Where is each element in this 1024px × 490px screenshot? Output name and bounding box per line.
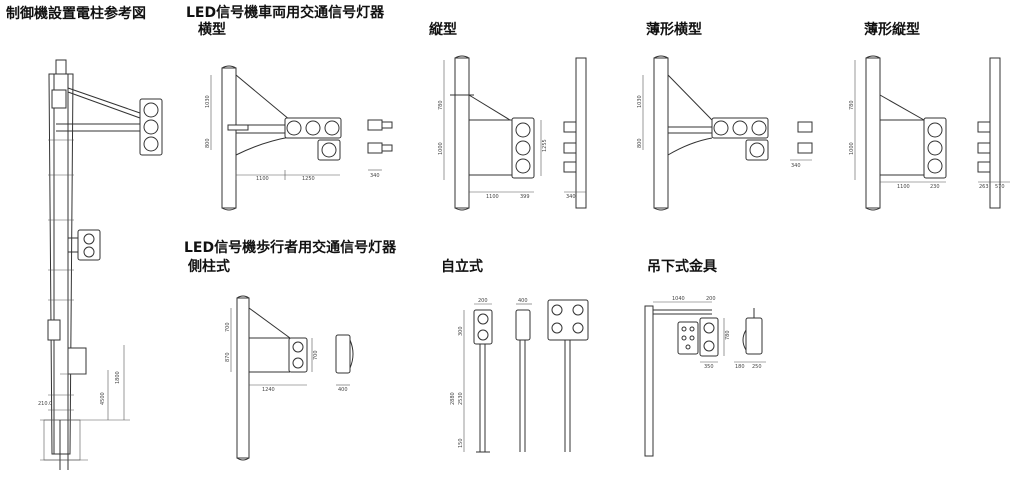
svg-text:200: 200 — [478, 298, 488, 304]
svg-text:1030: 1030 — [637, 95, 643, 108]
svg-text:1000: 1000 — [849, 142, 855, 155]
thin-vertical-signal-drawing: 780 1000 1100 230 263 570 — [849, 55, 1010, 211]
svg-text:210.0: 210.0 — [38, 401, 52, 407]
title-horizontal: 横型 — [198, 22, 226, 38]
svg-text:400: 400 — [338, 387, 348, 393]
vertical-signal-drawing: 780 1000 1255 1100 399 340 — [438, 55, 587, 211]
svg-text:340: 340 — [566, 194, 576, 200]
svg-text:400: 400 — [518, 298, 528, 304]
title-led-pedestrian: LED信号機歩行者用交通信号灯器 — [184, 240, 397, 256]
title-vertical: 縦型 — [429, 22, 457, 38]
svg-text:1240: 1240 — [262, 387, 275, 393]
svg-text:1250: 1250 — [302, 176, 315, 182]
title-led-vehicle: LED信号機車両用交通信号灯器 — [186, 5, 385, 21]
side-pole-pedestrian-drawing: 700 870 1240 700 400 — [225, 295, 354, 461]
svg-text:2880: 2880 — [450, 392, 456, 405]
svg-text:200: 200 — [706, 296, 716, 302]
title-side-pole: 側柱式 — [188, 259, 230, 275]
svg-text:780: 780 — [725, 330, 731, 340]
svg-text:1100: 1100 — [486, 194, 499, 200]
title-thin-vertical: 薄形縦型 — [864, 22, 920, 38]
svg-text:1030: 1030 — [205, 95, 211, 108]
svg-text:250: 250 — [752, 364, 762, 370]
svg-text:230: 230 — [930, 184, 940, 190]
svg-text:340: 340 — [370, 173, 380, 179]
thin-horizontal-signal-drawing: 1030 800 340 — [637, 55, 813, 211]
svg-text:350: 350 — [704, 364, 714, 370]
svg-text:263: 263 — [979, 184, 989, 190]
svg-text:180: 180 — [735, 364, 745, 370]
hanging-bracket-drawing: 1040 200 780 350 180 250 — [644, 296, 766, 457]
svg-text:1100: 1100 — [256, 176, 269, 182]
svg-text:1255: 1255 — [542, 139, 548, 152]
freestanding-pedestrian-drawing: 200 300 2880 2530 150 400 — [450, 298, 589, 453]
svg-text:800: 800 — [205, 138, 211, 148]
svg-text:780: 780 — [849, 100, 855, 110]
title-freestanding: 自立式 — [441, 259, 483, 275]
title-ref-diagram: 制御機設置電柱参考図 — [6, 6, 146, 22]
svg-text:700: 700 — [225, 322, 231, 332]
svg-text:300: 300 — [458, 326, 464, 336]
svg-text:700: 700 — [313, 350, 319, 360]
svg-text:4500: 4500 — [100, 392, 106, 405]
svg-text:150: 150 — [458, 438, 464, 448]
svg-text:1800: 1800 — [115, 371, 121, 384]
svg-text:570: 570 — [995, 184, 1005, 190]
svg-text:800: 800 — [637, 138, 643, 148]
reference-pole-drawing: 1800 4500 210.0 — [38, 59, 163, 470]
svg-text:340: 340 — [791, 163, 801, 169]
svg-text:2530: 2530 — [458, 392, 464, 405]
svg-text:1040: 1040 — [672, 296, 685, 302]
title-hanging: 吊下式金具 — [647, 259, 717, 275]
svg-text:1000: 1000 — [438, 142, 444, 155]
title-thin-horizontal: 薄形横型 — [646, 22, 702, 38]
horizontal-signal-drawing: 1100 1250 1030 800 340 — [205, 65, 393, 211]
svg-text:870: 870 — [225, 352, 231, 362]
svg-text:399: 399 — [520, 194, 530, 200]
svg-text:1100: 1100 — [897, 184, 910, 190]
svg-text:780: 780 — [438, 100, 444, 110]
